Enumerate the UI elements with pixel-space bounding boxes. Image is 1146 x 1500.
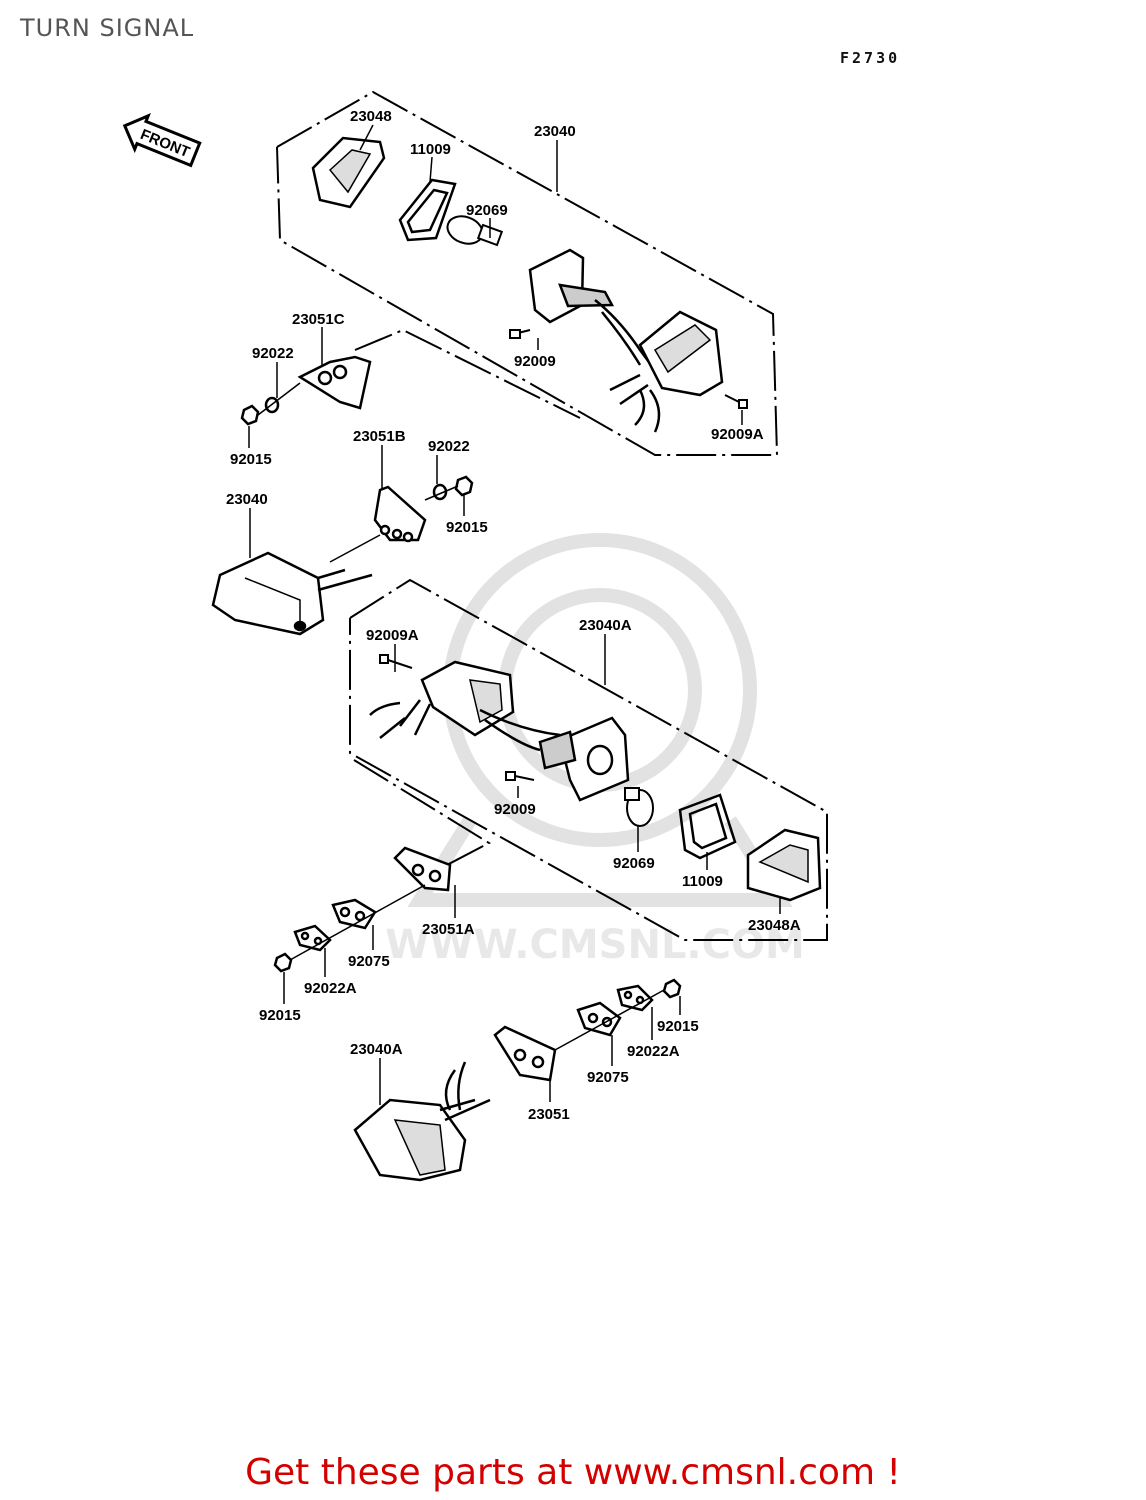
figure-code: F2730 [840, 49, 901, 67]
label-23040-mid: 23040 [226, 491, 268, 508]
label-23048A: 23048A [748, 917, 801, 934]
screw-92009A-mid [379, 654, 413, 669]
label-92015-left: 92015 [230, 451, 272, 468]
label-92069-top: 92069 [466, 202, 508, 219]
label-23040A-low: 23040A [350, 1041, 403, 1058]
bolt-line-low [289, 884, 426, 961]
nut-92015-low [273, 952, 293, 973]
screw-92009-top [509, 329, 531, 339]
lens-23048A [746, 828, 822, 902]
label-92015-right: 92015 [657, 1018, 699, 1035]
label-92015-low: 92015 [259, 1007, 301, 1024]
label-92009A-mid: 92009A [366, 627, 419, 644]
gasket-11009-mid [678, 793, 737, 860]
lamp-housing-mid [369, 660, 561, 752]
socket-housing-mid [538, 716, 630, 802]
bracket-23051B [373, 485, 427, 543]
label-92022-mid: 92022 [428, 438, 470, 455]
bolt-line-mid [424, 485, 459, 501]
assembly-box-mid-divider [353, 759, 492, 867]
label-92009-mid: 92009 [494, 801, 536, 818]
lamp-housing-top [609, 310, 724, 433]
nut-92015-mid [454, 475, 474, 497]
screw-92009A-top [724, 394, 748, 409]
label-11009-top: 11009 [410, 141, 451, 158]
label-92022A-left: 92022A [304, 980, 357, 997]
bracket-23051A [393, 846, 452, 892]
label-11009-mid: 11009 [682, 873, 723, 890]
label-92015-mid: 92015 [446, 519, 488, 536]
label-23051B: 23051B [353, 428, 406, 445]
screw-92009-mid [505, 771, 535, 781]
washer-92022A-right [616, 984, 654, 1012]
label-23051A: 23051A [422, 921, 475, 938]
bolt-line-mid-2 [329, 534, 381, 563]
bolt-line-right [554, 989, 665, 1051]
label-23051C: 23051C [292, 311, 345, 328]
parts-diagram: WWW.CMSNL.COM FRONT [122, 90, 828, 1182]
label-92075-right: 92075 [587, 1069, 629, 1086]
bolt-line-left [257, 382, 301, 416]
assembly-box-top [276, 90, 779, 456]
grommet-92075-left [331, 898, 377, 930]
assembly-box-mid [349, 578, 828, 941]
label-92022-left: 92022 [252, 345, 294, 362]
assembly-box-top-divider [354, 328, 581, 419]
label-23040A-box: 23040A [579, 617, 632, 634]
gasket-11009-top [398, 178, 457, 242]
nut-92015-left [240, 404, 260, 426]
footer-link[interactable]: Get these parts at www.cmsnl.com ! [245, 1452, 901, 1493]
lamp-23040-mid [211, 551, 373, 636]
bulb-92069-mid [624, 787, 654, 827]
label-92009A-top: 92009A [711, 426, 764, 443]
lamp-23040A-low [353, 1061, 491, 1182]
label-92069-mid: 92069 [613, 855, 655, 872]
label-92075-left: 92075 [348, 953, 390, 970]
nut-92015-right [662, 978, 682, 999]
label-23051: 23051 [528, 1106, 570, 1123]
washer-92022A-left [293, 924, 332, 952]
label-92022A-right: 92022A [627, 1043, 680, 1060]
grommet-92075-right [576, 1001, 622, 1037]
bracket-23051 [493, 1025, 557, 1082]
watermark-text: WWW.CMSNL.COM [385, 922, 805, 968]
lens-23048 [311, 136, 386, 209]
label-23040-top: 23040 [534, 123, 576, 140]
leader-lines [248, 124, 781, 1105]
page-title: TURN SIGNAL [20, 14, 195, 42]
bracket-23051C [297, 355, 372, 410]
front-arrow-icon: FRONT [122, 113, 202, 168]
label-23048: 23048 [350, 108, 392, 125]
label-92009-top: 92009 [514, 353, 556, 370]
